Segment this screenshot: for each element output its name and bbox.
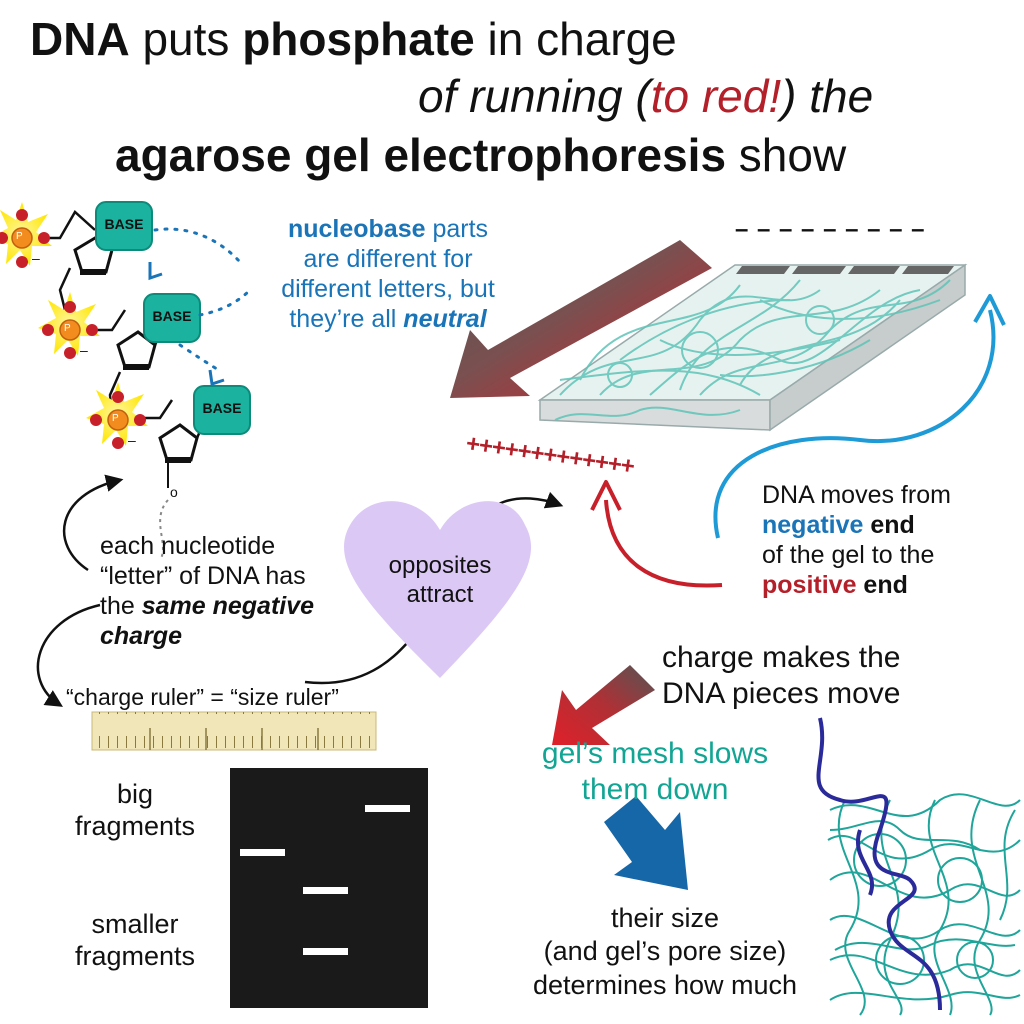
base-label-1: BASE <box>104 216 144 232</box>
title-agarose: agarose gel electrophoresis <box>115 129 727 181</box>
minus-label-1: – <box>32 250 40 266</box>
phosphate-group-1 <box>0 202 52 268</box>
charge-move-line-2: DNA pieces move <box>662 677 901 710</box>
nucleobase-word: nucleobase <box>287 215 426 243</box>
nucleotide-chain: o <box>0 201 252 561</box>
big-fragments-line-1: big <box>116 779 154 809</box>
size-note-line-2: (and gel’s pore size) <box>543 936 787 967</box>
heart-arrow <box>304 639 411 685</box>
base-label-2: BASE <box>152 308 192 324</box>
negative-end-word: end <box>863 511 915 539</box>
nucleotide-line-2: “letter” of DNA has <box>100 562 306 590</box>
charge-move-note: charge makes the DNA pieces move <box>662 640 900 712</box>
terminal-oxygen: o <box>170 484 178 500</box>
opposites-heart <box>344 501 532 678</box>
phosphate-group-3 <box>86 382 148 449</box>
mesh-slows-line-1: gel’s mesh slows <box>541 737 769 770</box>
nucleotide-line-1: each nucleotide <box>100 532 276 560</box>
base-box-2 <box>143 293 201 343</box>
mesh-slows-note: gel’s mesh slows them down <box>520 736 790 808</box>
positive-word: positive <box>762 571 857 599</box>
title-puts: puts <box>129 13 243 65</box>
phosphate-group-2 <box>38 292 100 359</box>
migration-arrow <box>450 240 712 398</box>
charge-word: charge <box>100 622 182 650</box>
title-in-charge: in charge <box>474 13 677 65</box>
charge-ruler <box>91 711 377 751</box>
title-show: show <box>726 129 847 181</box>
gel-wells <box>736 266 954 274</box>
phosphate-label-2: P <box>64 323 71 334</box>
title-phosphate: phosphate <box>242 13 475 65</box>
nucleotide-note: each nucleotide “letter” of DNA has the … <box>100 531 314 651</box>
dna-moves-note: DNA moves from negative end of the gel t… <box>762 480 951 600</box>
heart-text: opposites attract <box>355 552 525 610</box>
positive-end-word: end <box>856 571 908 599</box>
nucleobase-line-3: different letters, but <box>281 275 495 303</box>
size-note-line-1: their size <box>610 903 720 933</box>
title-to-red: to red! <box>650 70 782 122</box>
big-fragments-line-2: fragments <box>74 811 196 842</box>
dna-strand <box>816 717 942 1011</box>
charge-arrow <box>552 665 655 745</box>
nucleobase-note: nucleobase parts are different for diffe… <box>258 214 518 334</box>
smaller-fragments-line-2: fragments <box>74 941 196 972</box>
title-running: of running ( <box>418 70 651 122</box>
nucleotide-note-arrow-down <box>36 603 101 707</box>
title-line-1: DNA puts phosphate in charge <box>30 16 677 62</box>
ruler-caption: “charge ruler” = “size ruler” <box>66 684 339 710</box>
charge-move-line-1: charge makes the <box>662 641 901 674</box>
size-note: their size (and gel’s pore size) determi… <box>505 902 825 1002</box>
nucleobase-parts: parts <box>425 215 489 243</box>
gel-band <box>303 887 348 894</box>
dna-moves-line-1: DNA moves from <box>762 481 951 509</box>
same-negative-phrase: same negative <box>141 592 315 620</box>
negative-to-positive-arrow <box>713 309 996 539</box>
nucleotide-note-arrow-up <box>62 474 124 572</box>
minus-label-3: – <box>128 432 136 448</box>
gel-negative-dashes: – – – – – – – – – <box>735 216 926 243</box>
gel-band <box>365 805 410 812</box>
smaller-fragments-line-1: smaller <box>91 909 179 939</box>
size-arrow <box>604 796 688 890</box>
nucleotide-line-3: the <box>100 592 142 620</box>
gel-image <box>230 768 428 1008</box>
title-dna: DNA <box>30 13 130 65</box>
big-fragments-label: big fragments <box>55 778 215 843</box>
heart-line-1: opposites <box>388 552 492 579</box>
dna-moves-line-3: of the gel to the <box>762 541 935 569</box>
title-line-3: agarose gel electrophoresis show <box>115 132 846 178</box>
phosphate-label-3: P <box>112 413 119 424</box>
gel-band <box>303 948 348 955</box>
heart-line-2: attract <box>406 580 474 608</box>
base-label-3: BASE <box>202 400 242 416</box>
minus-label-2: – <box>80 342 88 358</box>
gel-mesh <box>827 793 1021 1016</box>
title-the: ) the <box>781 70 874 122</box>
positive-end-arrow <box>604 499 723 588</box>
nucleobase-line-4: they’re all <box>289 305 404 333</box>
gel-band <box>240 849 285 856</box>
smaller-fragments-label: smaller fragments <box>55 908 215 973</box>
negative-word: negative <box>762 511 864 539</box>
base-box-3 <box>193 385 251 435</box>
gel-slab <box>450 240 968 432</box>
nucleobase-line-2: are different for <box>303 245 473 273</box>
title-line-2: of running (to red!) the <box>418 73 873 119</box>
base-box-1 <box>95 201 153 251</box>
neutral-word: neutral <box>403 305 487 333</box>
phosphate-label-1: P <box>16 231 23 242</box>
mesh-slows-line-2: them down <box>581 773 729 806</box>
size-note-line-3: determines how much <box>532 969 798 1000</box>
